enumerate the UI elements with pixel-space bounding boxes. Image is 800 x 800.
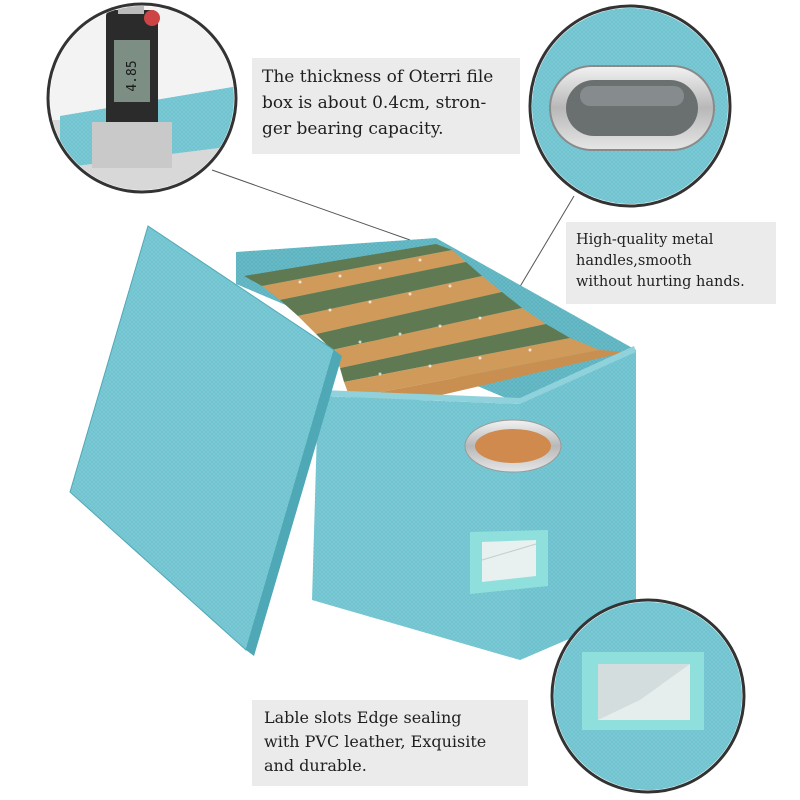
label-slot <box>470 530 548 594</box>
callout-thickness: The thickness of Oterri file box is abou… <box>252 58 520 154</box>
label-slot-closeup-icon <box>550 598 746 794</box>
metal-handle <box>464 419 562 473</box>
callout-line: ger bearing capacity. <box>262 119 444 139</box>
metal-handle-closeup-icon <box>528 4 732 208</box>
box-front <box>312 396 520 660</box>
callout-line: Lable slots Edge sealing <box>264 708 462 727</box>
callout-handles: High-quality metal handles,smooth withou… <box>566 222 776 304</box>
callout-line: box is about 0.4cm, stron- <box>262 93 487 113</box>
hanging-folders <box>244 244 626 414</box>
caliper-closeup-icon: 4.85 <box>46 2 238 194</box>
caliper-reading: 4.85 <box>125 60 140 91</box>
callout-line: and durable. <box>264 756 367 775</box>
callout-line: without hurting hands. <box>576 274 745 290</box>
callout-line: with PVC leather, Exquisite <box>264 732 487 751</box>
callout-line: handles,smooth <box>576 253 692 269</box>
callout-label-slot: Lable slots Edge sealing with PVC leathe… <box>252 700 528 786</box>
pointer-line <box>211 169 411 241</box>
callout-line: The thickness of Oterri file <box>262 67 494 87</box>
callout-line: High-quality metal <box>576 232 714 248</box>
